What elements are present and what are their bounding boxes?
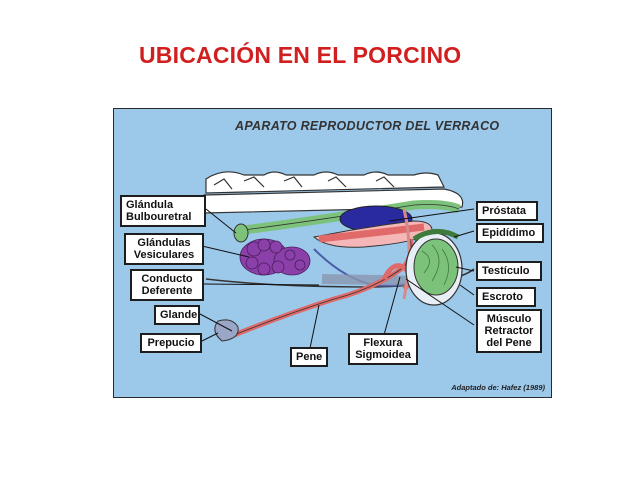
label-epididimo: Epidídimo — [476, 223, 544, 243]
source-credit: Adaptado de: Hafez (1989) — [451, 383, 545, 392]
label-glandula-bulbouretral: Glándula Bulbouretral — [120, 195, 206, 227]
vesicular-glands — [240, 239, 310, 275]
label-prostata: Próstata — [476, 201, 538, 221]
label-escroto: Escroto — [476, 287, 536, 307]
label-pene: Pene — [290, 347, 328, 367]
testis — [414, 239, 458, 295]
diagram-title: APARATO REPRODUCTOR DEL VERRACO — [235, 119, 499, 133]
slide-title: UBICACIÓN EN EL PORCINO — [139, 42, 461, 69]
label-testiculo: Testículo — [476, 261, 542, 281]
anatomy-figure: APARATO REPRODUCTOR DEL VERRACO Glándula… — [113, 108, 552, 398]
label-flexura-sigmoidea: Flexura Sigmoidea — [348, 333, 418, 365]
prepuce — [215, 320, 238, 341]
bulbourethral-gland — [234, 224, 248, 242]
label-glandulas-vesiculares: Glándulas Vesiculares — [124, 233, 204, 265]
label-glande: Glande — [154, 305, 200, 325]
label-conducto-deferente: Conducto Deferente — [130, 269, 204, 301]
label-musculo-retractor: Músculo Retractor del Pene — [476, 309, 542, 353]
label-prepucio: Prepucio — [140, 333, 202, 353]
